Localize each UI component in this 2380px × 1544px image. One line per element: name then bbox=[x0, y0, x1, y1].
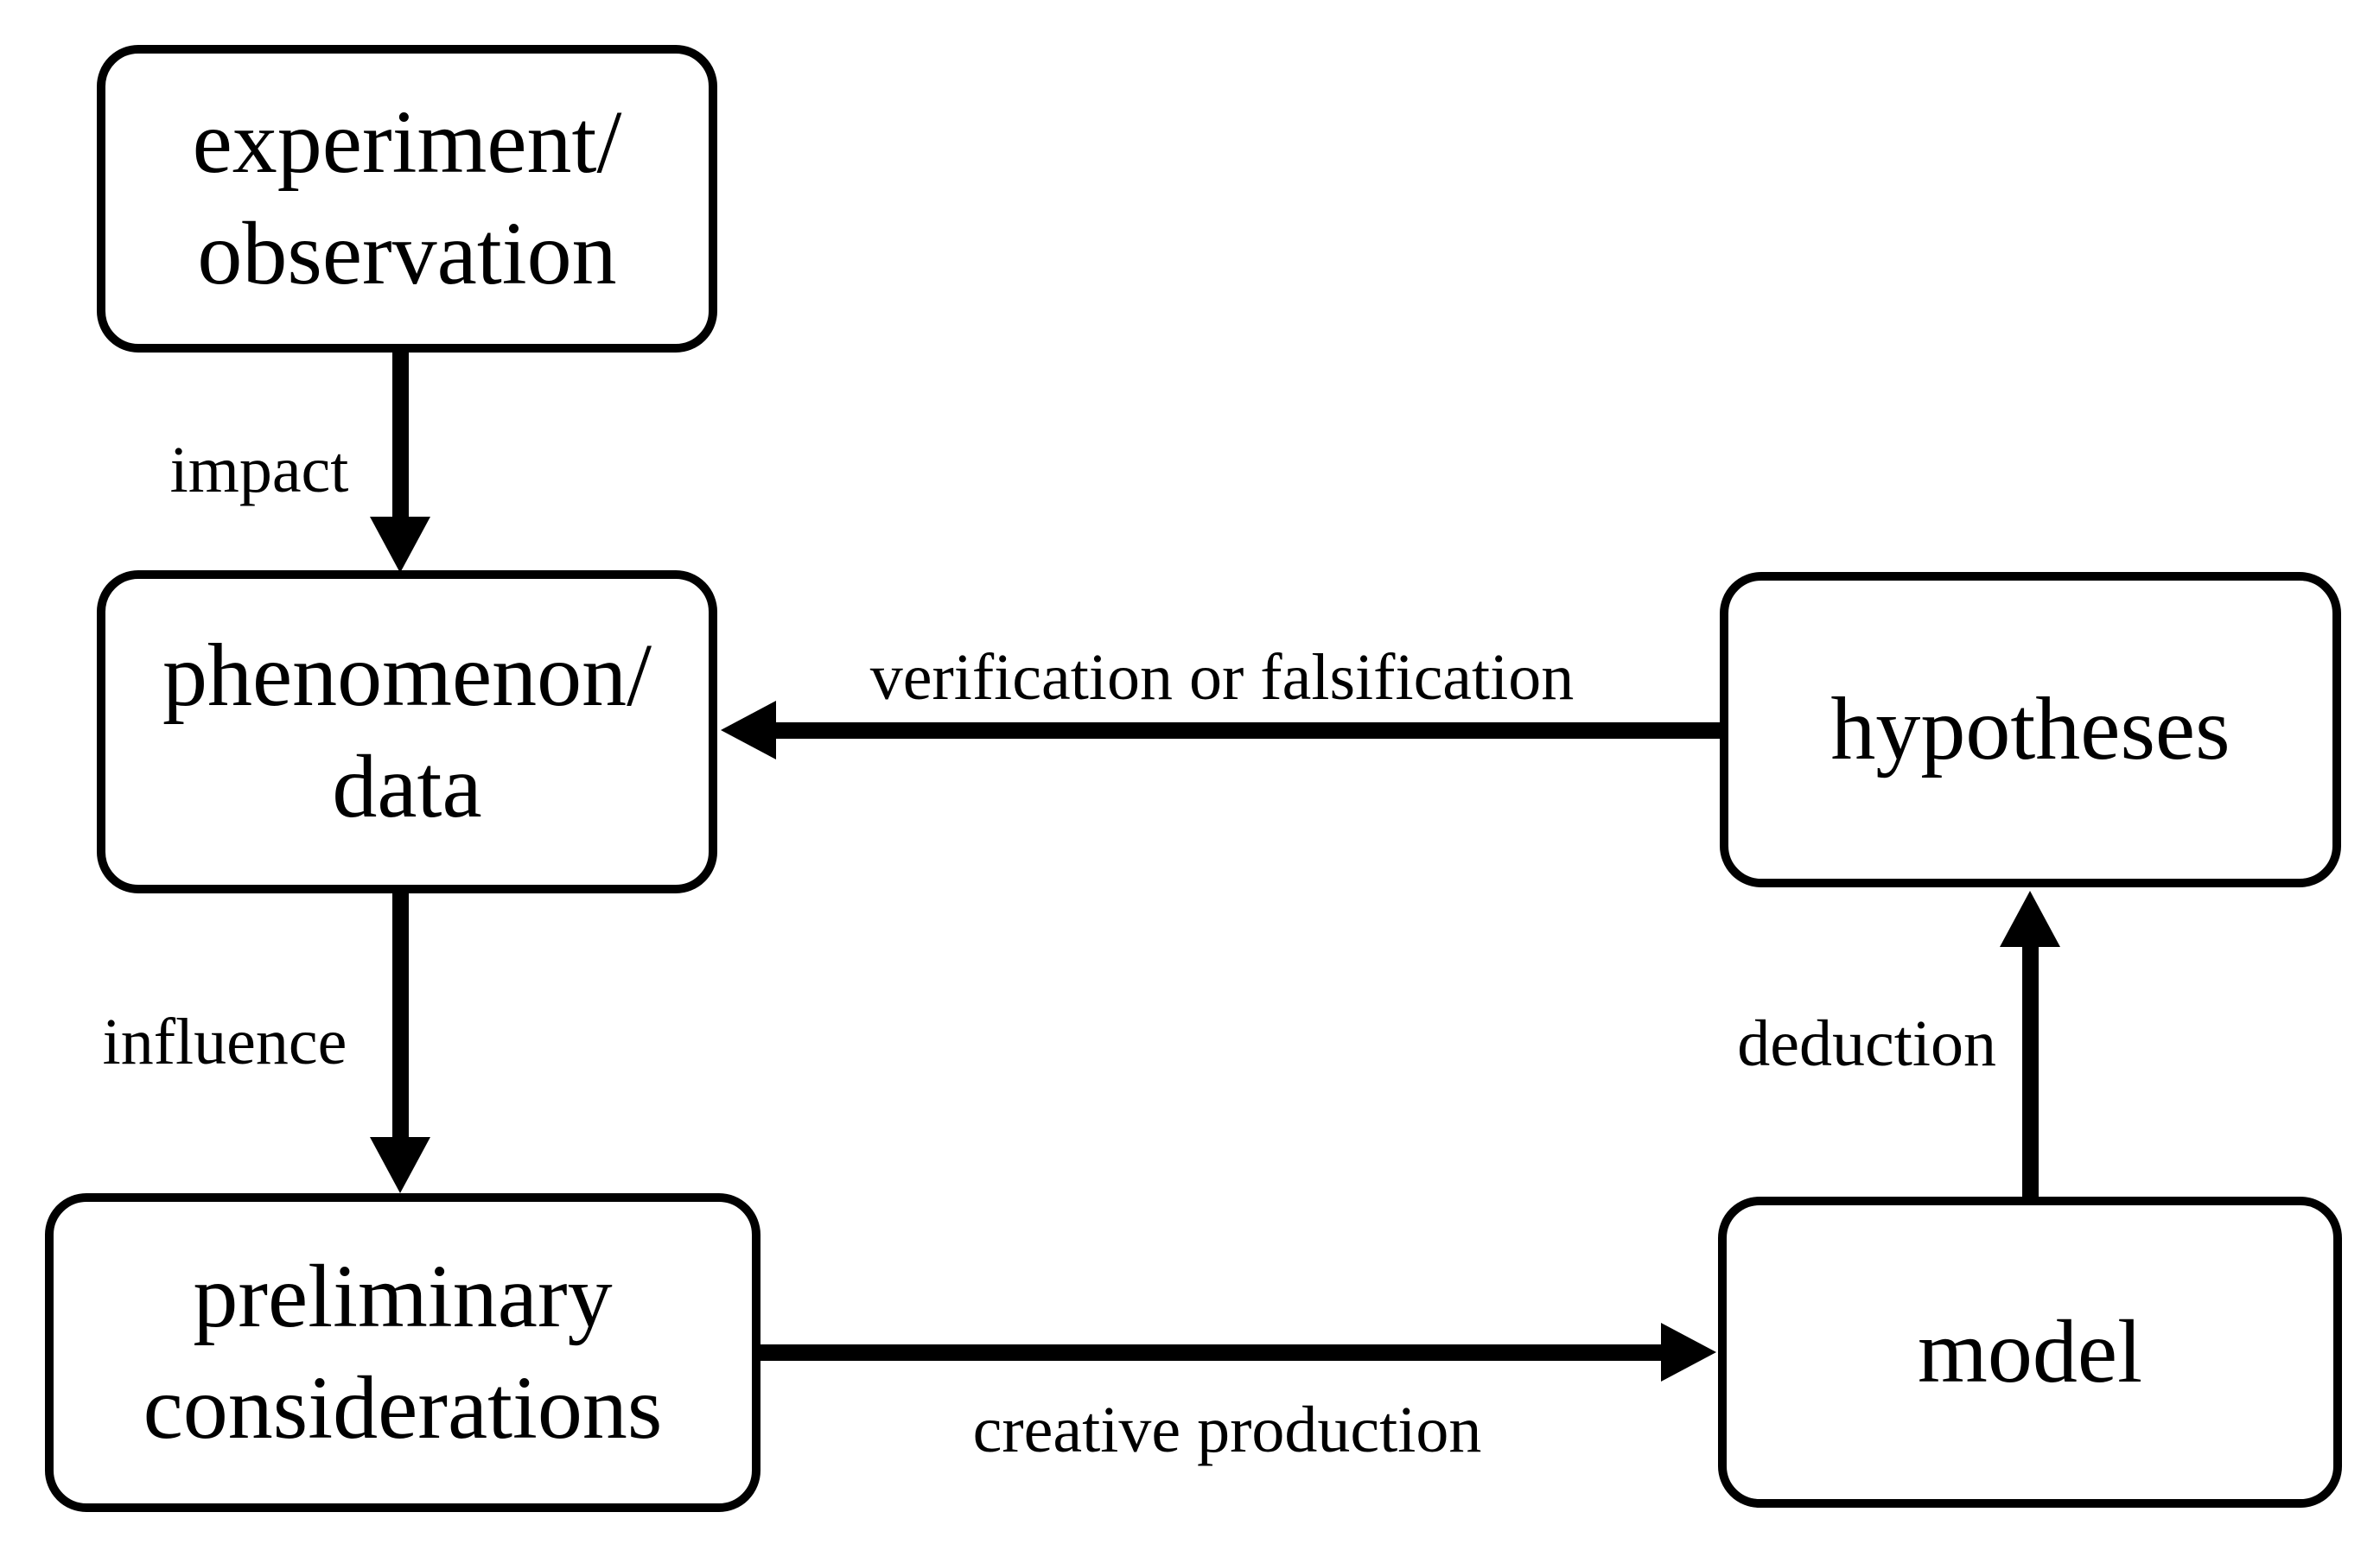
verification-arrow-line bbox=[774, 722, 1720, 739]
creative-production-arrow-line bbox=[760, 1344, 1663, 1361]
impact-arrowhead-down-icon bbox=[370, 517, 430, 573]
creative-production-arrowhead-right-icon bbox=[1661, 1323, 1716, 1382]
node-phenomenon-data: phenomenon/ data bbox=[97, 570, 717, 893]
verification-arrowhead-left-icon bbox=[721, 701, 776, 759]
edge-label-verification-or-falsification: verification or falsification bbox=[869, 641, 1575, 714]
influence-arrow-line bbox=[392, 893, 409, 1141]
node-preliminary-considerations: preliminary considerations bbox=[45, 1193, 760, 1512]
node-label-line: considerations bbox=[143, 1357, 663, 1458]
edge-label-influence: influence bbox=[102, 1006, 347, 1078]
influence-arrowhead-down-icon bbox=[370, 1137, 430, 1193]
node-label-line: model bbox=[1918, 1301, 2142, 1401]
node-label-line: phenomenon/ bbox=[162, 626, 652, 726]
node-label-line: hypotheses bbox=[1830, 679, 2230, 779]
edge-label-deduction: deduction bbox=[1737, 1007, 1996, 1080]
node-label-line: experiment/ bbox=[192, 92, 622, 193]
node-label-line: preliminary bbox=[193, 1246, 613, 1346]
node-label-line: observation bbox=[197, 204, 617, 303]
deduction-arrowhead-up-icon bbox=[2000, 891, 2060, 947]
node-hypotheses: hypotheses bbox=[1720, 572, 2341, 887]
edge-label-impact: impact bbox=[169, 434, 349, 506]
edge-label-creative-production: creative production bbox=[972, 1394, 1482, 1466]
node-model: model bbox=[1718, 1197, 2342, 1508]
deduction-arrow-line bbox=[2022, 944, 2039, 1197]
node-experiment-observation: experiment/ observation bbox=[97, 45, 717, 353]
node-label-line: data bbox=[332, 737, 482, 836]
impact-arrow-line bbox=[392, 349, 409, 522]
